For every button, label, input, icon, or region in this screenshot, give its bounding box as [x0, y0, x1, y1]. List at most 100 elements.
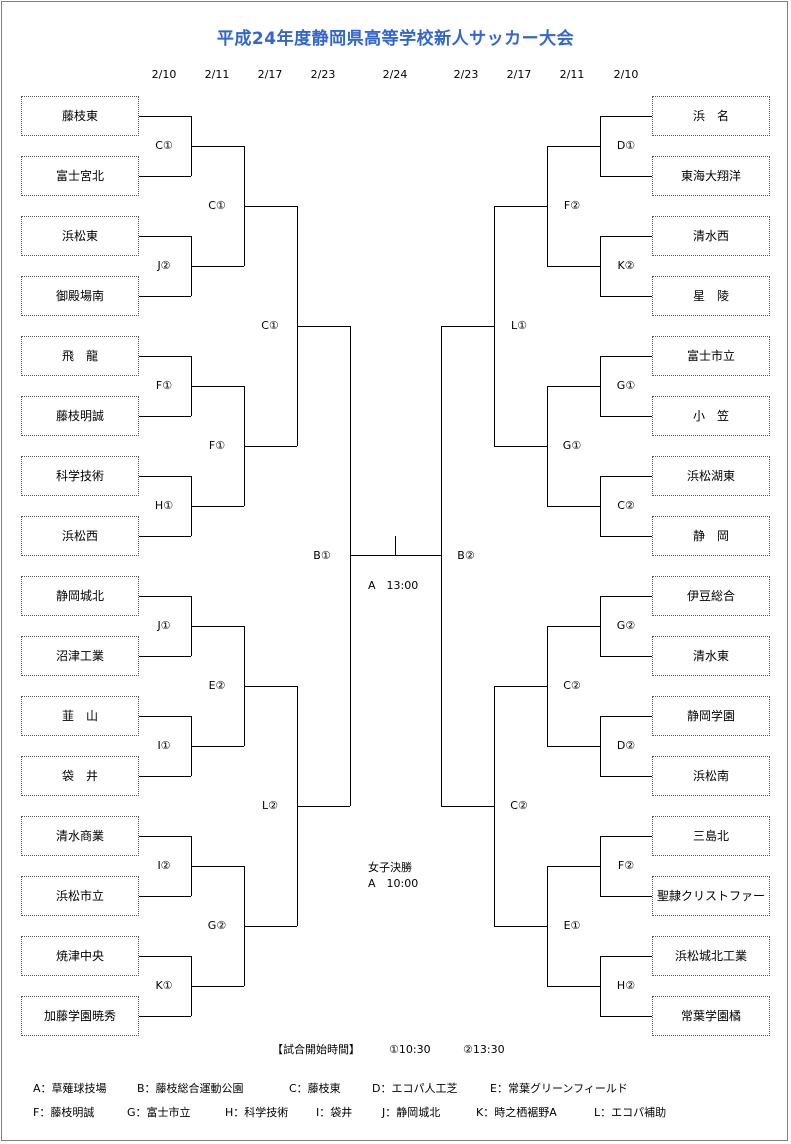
women-final-venue: A 10:00: [368, 877, 419, 890]
right-r1-line: [600, 596, 652, 597]
left-team-box: 韮 山: [21, 696, 139, 736]
right-r1-line: [600, 416, 652, 417]
right-r1-line: [600, 116, 652, 117]
left-r2-line: [191, 506, 244, 507]
final-venue: A 13:00: [368, 579, 419, 592]
left-r3-venue-label: C①: [248, 319, 292, 333]
left-team-box: 清水商業: [21, 816, 139, 856]
right-r1-line: [600, 1016, 652, 1017]
right-r2-line: [547, 386, 600, 387]
left-r1-line: [139, 176, 191, 177]
left-r1-line: [139, 116, 191, 117]
left-team-box: 焼津中央: [21, 936, 139, 976]
venue-c: C：藤枝東: [289, 1082, 341, 1095]
date-left-sf: 2/23: [310, 68, 336, 81]
left-r1-line: [139, 836, 191, 837]
right-r1-venue-label: C②: [604, 499, 648, 513]
start-time-label: 【試合開始時間】: [272, 1043, 360, 1056]
right-r1-join: [600, 956, 601, 1016]
right-r2-line: [547, 746, 600, 747]
left-r1-venue-label: F①: [142, 379, 186, 393]
left-r1-venue-label: C①: [142, 139, 186, 153]
left-r1-venue-label: I①: [142, 739, 186, 753]
right-sf-line: [441, 326, 494, 327]
right-r2-venue-label: G①: [550, 439, 594, 453]
left-r1-line: [139, 536, 191, 537]
left-team-box: 富士宮北: [21, 156, 139, 196]
right-r2-line: [547, 626, 600, 627]
venue-h: H：科学技術: [225, 1106, 289, 1119]
right-r2-line: [547, 866, 600, 867]
date-right-sf: 2/23: [453, 68, 479, 81]
venue-a: A：草薙球技場: [33, 1082, 107, 1095]
right-r1-line: [600, 836, 652, 837]
right-team-box: 聖隷クリストファー: [652, 876, 770, 916]
right-team-box: 浜松湖東: [652, 456, 770, 496]
right-r3-venue-label: C②: [497, 799, 541, 813]
left-r1-line: [139, 596, 191, 597]
left-r1-line: [139, 416, 191, 417]
left-r2-line: [191, 386, 244, 387]
left-semifinal-label: B①: [300, 549, 344, 563]
right-r1-join: [600, 356, 601, 416]
right-r2-line: [547, 506, 600, 507]
right-team-box: 静 岡: [652, 516, 770, 556]
left-r2-line: [191, 986, 244, 987]
right-sf-join: [441, 326, 442, 806]
right-r2-venue-label: F②: [550, 199, 594, 213]
left-team-box: 御殿場南: [21, 276, 139, 316]
right-r2-venue-label: E①: [550, 919, 594, 933]
right-r2-join: [547, 146, 548, 266]
right-r1-line: [600, 536, 652, 537]
right-team-box: 伊豆総合: [652, 576, 770, 616]
final-mark: [395, 536, 396, 556]
right-sf-line: [441, 806, 494, 807]
date-right-r3: 2/17: [506, 68, 532, 81]
left-sf-line: [297, 806, 350, 807]
right-r1-line: [600, 476, 652, 477]
page-title: 平成24年度静岡県高等学校新人サッカー大会: [216, 29, 575, 49]
right-r3-line: [494, 686, 547, 687]
right-team-box: 星 陵: [652, 276, 770, 316]
right-r1-line: [600, 296, 652, 297]
left-team-box: 沼津工業: [21, 636, 139, 676]
right-r2-venue-label: C②: [550, 679, 594, 693]
left-r1-venue-label: H①: [142, 499, 186, 513]
left-team-box: 飛 龍: [21, 336, 139, 376]
right-r2-line: [547, 266, 600, 267]
left-r3-line: [244, 686, 297, 687]
right-r1-venue-label: K②: [604, 259, 648, 273]
right-r3-join: [494, 686, 495, 926]
right-team-box: 小 笠: [652, 396, 770, 436]
date-left-r1: 2/10: [151, 68, 177, 81]
right-r1-join: [600, 476, 601, 536]
left-r2-venue-label: F①: [195, 439, 239, 453]
left-r1-line: [139, 296, 191, 297]
left-r1-line: [139, 1016, 191, 1017]
right-r3-line: [494, 926, 547, 927]
venue-k: K：時之栖裾野A: [476, 1106, 557, 1119]
right-team-box: 浜松城北工業: [652, 936, 770, 976]
right-team-box: 清水東: [652, 636, 770, 676]
left-team-box: 静岡城北: [21, 576, 139, 616]
left-team-box: 藤枝東: [21, 96, 139, 136]
date-right-r1: 2/10: [613, 68, 639, 81]
right-r1-line: [600, 656, 652, 657]
left-r1-line: [139, 716, 191, 717]
left-team-box: 科学技術: [21, 456, 139, 496]
right-r3-line: [494, 446, 547, 447]
left-sf-join: [350, 326, 351, 806]
right-r1-join: [600, 236, 601, 296]
left-r2-line: [191, 626, 244, 627]
venue-l: L：エコパ補助: [594, 1106, 667, 1119]
right-team-box: 常葉学園橘: [652, 996, 770, 1036]
date-right-r2: 2/11: [559, 68, 585, 81]
right-team-box: 静岡学園: [652, 696, 770, 736]
left-r3-line: [244, 206, 297, 207]
right-team-box: 東海大翔洋: [652, 156, 770, 196]
date-final: 2/24: [382, 68, 408, 81]
right-r1-join: [600, 116, 601, 176]
right-r1-join: [600, 716, 601, 776]
